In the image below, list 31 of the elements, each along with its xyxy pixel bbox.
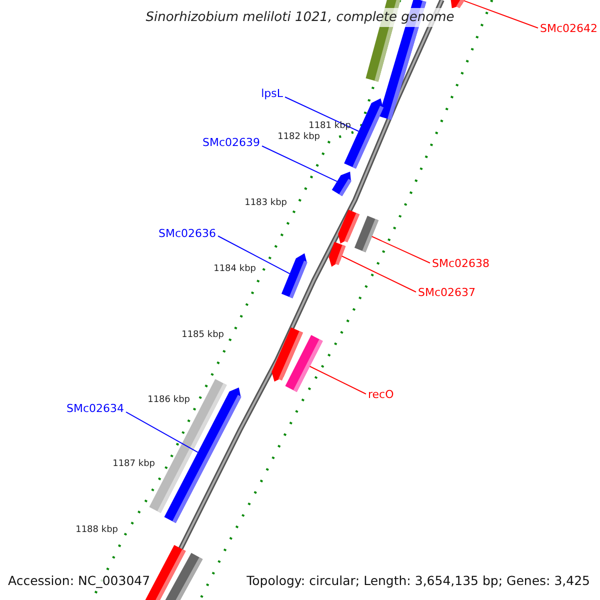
scale-label: 1188 kbp [76,526,118,535]
gene-bar [328,242,346,267]
leader-line [284,96,360,132]
gene-label: SMc02636 [158,228,216,239]
leader-line [309,366,366,394]
gene-bar [332,172,352,196]
scale-label: 1186 kbp [148,396,190,405]
gene-label: SMc02638 [432,258,490,269]
gene-bar [285,335,323,392]
gene-label: SMc02634 [66,403,124,414]
genome-stats-text: Topology: circular; Length: 3,654,135 bp; Genes: 3,425 [246,575,590,588]
leader-line [371,236,430,264]
gene-label: SMc02642 [540,23,598,34]
gene-label: lpsL [261,88,283,99]
scale-label: 1183 kbp [244,199,287,208]
leader-line [126,412,198,453]
scale-label: 1185 kbp [182,331,224,340]
gene-bar [281,253,308,298]
gene-label: SMc02637 [418,287,476,298]
scale-label: 1182 kbp [278,133,320,142]
leader-line [218,236,290,274]
gene-label: SMc02639 [202,137,260,148]
scale-label: 1184 kbp [214,265,256,274]
gene-label: recO [368,389,394,400]
leader-line [262,146,338,182]
accession-text: Accession: NC_003047 [8,575,150,588]
leader-line [341,256,416,292]
leader-line [464,0,538,28]
scale-label: 1181 kbp [308,122,351,131]
scale-label: 1187 kbp [112,460,155,469]
gene-bar [354,216,379,252]
